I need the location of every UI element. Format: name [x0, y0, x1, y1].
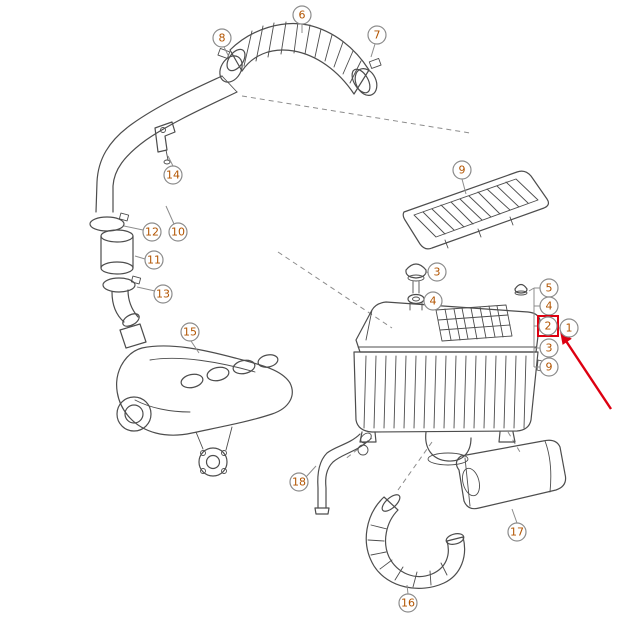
callout-number[interactable]: 15	[183, 326, 197, 339]
callout-3[interactable]: 3	[539, 338, 559, 358]
callout-10[interactable]: 10	[168, 222, 188, 242]
callout-number[interactable]: 4	[546, 300, 553, 313]
clamp-upper	[89, 212, 130, 232]
callout-number[interactable]: 13	[156, 288, 170, 301]
callout-circle[interactable]	[452, 160, 472, 180]
callout-circle[interactable]	[367, 25, 387, 45]
callout-17[interactable]: 17	[507, 522, 527, 542]
callout-number[interactable]: 4	[430, 295, 437, 308]
bracket	[154, 121, 176, 165]
callout-circle[interactable]	[180, 322, 200, 342]
callout-number[interactable]: 12	[145, 226, 159, 239]
callout-circle[interactable]	[142, 222, 162, 242]
callout-4[interactable]: 4	[539, 296, 559, 316]
callout-6[interactable]: 6	[292, 5, 312, 25]
callout-8[interactable]: 8	[212, 28, 232, 48]
leader-lines	[123, 24, 560, 595]
callout-1[interactable]: 1	[559, 318, 579, 338]
dashed-guides	[241, 95, 521, 491]
callout-9[interactable]: 9	[539, 357, 559, 377]
intake-hose	[365, 494, 466, 589]
callout-circle[interactable]	[292, 5, 312, 25]
callout-18[interactable]: 18	[289, 472, 309, 492]
intake-pipe	[95, 75, 238, 213]
callout-circle[interactable]	[398, 593, 418, 613]
callout-number[interactable]: 3	[434, 266, 441, 279]
callout-9[interactable]: 9	[452, 160, 472, 180]
stub-pipe	[111, 289, 140, 327]
callout-circle[interactable]	[539, 338, 559, 358]
exhaust-manifold	[116, 323, 293, 477]
callout-circle[interactable]	[507, 522, 527, 542]
callout-circle[interactable]	[153, 284, 173, 304]
callout-3[interactable]: 3	[427, 262, 447, 282]
callout-number[interactable]: 18	[292, 476, 306, 489]
callout-2[interactable]: 2	[537, 315, 559, 337]
callout-number[interactable]: 14	[166, 169, 180, 182]
callout-number[interactable]: 9	[546, 361, 553, 374]
callout-number[interactable]: 17	[510, 526, 524, 539]
callout-number[interactable]: 8	[219, 32, 226, 45]
callout-circle[interactable]	[538, 316, 558, 336]
callout-number[interactable]: 9	[459, 164, 466, 177]
callout-number[interactable]: 1	[566, 322, 573, 335]
callout-circle[interactable]	[539, 357, 559, 377]
clamp-lower	[102, 275, 142, 293]
callout-circle[interactable]	[168, 222, 188, 242]
corrugated-hose	[226, 21, 371, 95]
callout-circle[interactable]	[212, 28, 232, 48]
highlight-arrow	[560, 331, 613, 410]
filter-grille	[402, 170, 550, 250]
callout-7[interactable]: 7	[367, 25, 387, 45]
callout-circle[interactable]	[559, 318, 579, 338]
callout-11[interactable]: 11	[144, 250, 164, 270]
callout-number[interactable]: 16	[401, 597, 415, 610]
callout-circle[interactable]	[144, 250, 164, 270]
callout-4[interactable]: 4	[423, 291, 443, 311]
coupling-sleeve	[100, 229, 134, 275]
callout-circle[interactable]	[423, 291, 443, 311]
callout-15[interactable]: 15	[180, 322, 200, 342]
callout-number[interactable]: 10	[171, 226, 185, 239]
callout-number[interactable]: 6	[299, 9, 306, 22]
callout-number[interactable]: 5	[546, 282, 553, 295]
callout-16[interactable]: 16	[398, 593, 418, 613]
callout-number[interactable]: 7	[374, 29, 381, 42]
callout-number[interactable]: 11	[147, 254, 161, 267]
callout-circle[interactable]	[289, 472, 309, 492]
callout-14[interactable]: 14	[163, 165, 183, 185]
callout-13[interactable]: 13	[153, 284, 173, 304]
filter-housing	[353, 301, 547, 466]
hose-clamp-right	[354, 58, 382, 96]
callout-number[interactable]: 2	[545, 320, 552, 333]
callout-number[interactable]: 3	[546, 342, 553, 355]
callout-5[interactable]: 5	[539, 278, 559, 298]
breather-hose	[314, 432, 372, 515]
highlight-box	[537, 315, 559, 337]
callout-circle[interactable]	[427, 262, 447, 282]
air-duct	[455, 439, 567, 510]
callout-circle[interactable]	[163, 165, 183, 185]
cap	[514, 283, 528, 296]
callout-12[interactable]: 12	[142, 222, 162, 242]
mushroom-valve	[405, 263, 427, 294]
